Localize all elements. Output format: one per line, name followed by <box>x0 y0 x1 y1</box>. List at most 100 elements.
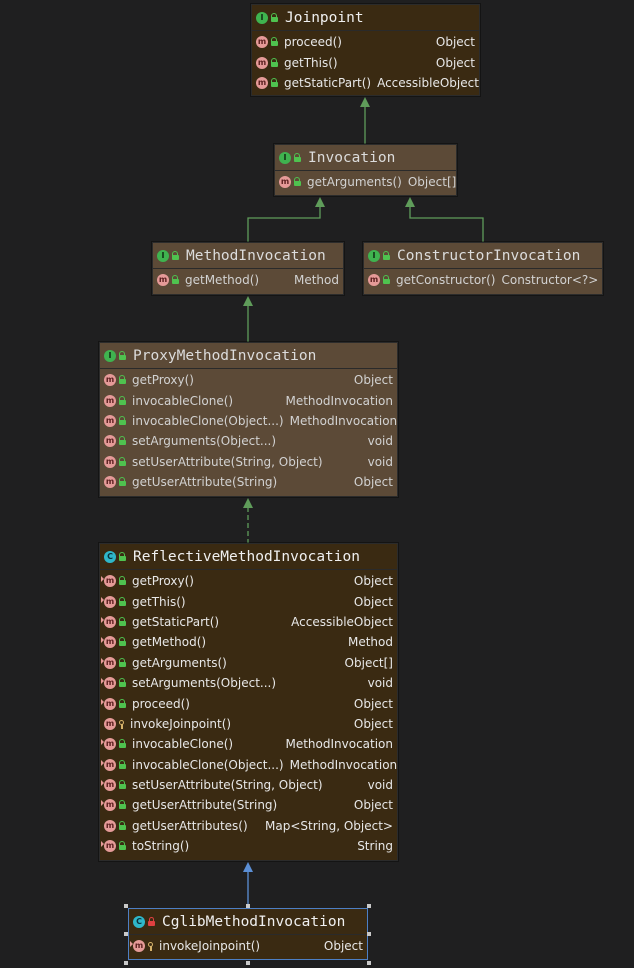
method-return-type: Method <box>293 273 339 288</box>
method-name: getConstructor() <box>396 273 496 288</box>
class-title: MethodInvocation <box>186 247 326 264</box>
method-icon: m <box>104 717 116 730</box>
override-method-icon: m <box>101 595 116 608</box>
method-return-type: MethodInvocation <box>289 413 398 428</box>
selection-handle[interactable] <box>367 961 371 965</box>
selection-handle[interactable] <box>367 904 371 908</box>
method-name: invocableClone(Object...) <box>132 413 284 428</box>
method-name: setUserAttribute(String, Object) <box>132 778 323 793</box>
selection-handle[interactable] <box>246 961 250 965</box>
override-method-icon: m <box>101 779 116 792</box>
class-title: Joinpoint <box>285 9 364 26</box>
method-name: getUserAttribute(String) <box>132 798 278 813</box>
override-method-icon: m <box>101 615 116 628</box>
interface-icon: I <box>104 349 116 362</box>
public-visibility-icon <box>118 678 127 688</box>
class-title: ProxyMethodInvocation <box>133 347 317 364</box>
public-visibility-icon <box>118 596 127 607</box>
public-visibility-icon <box>118 739 127 749</box>
edge-methodinvocation-extends-invocation <box>247 197 325 243</box>
method-name: getProxy() <box>132 574 194 589</box>
selection-handle[interactable] <box>246 904 250 908</box>
class-title: Invocation <box>308 149 396 166</box>
method-return-type: Object <box>435 55 475 70</box>
method-name: getMethod() <box>132 635 207 650</box>
method-return-type: Object <box>353 798 393 813</box>
public-visibility-icon <box>118 780 127 790</box>
method-row[interactable]: m setUserAttribute(String, Object) void <box>100 775 397 795</box>
method-return-type: MethodInvocation <box>285 393 393 408</box>
method-return-type: Method <box>347 635 393 650</box>
private-lock-icon <box>147 916 156 927</box>
method-return-type: Object <box>353 373 393 388</box>
method-return-type: void <box>367 454 393 469</box>
arrowhead <box>360 97 370 107</box>
edge-reflective-implements-proxymethodinvocation <box>243 498 253 544</box>
class-icon: C <box>104 550 116 563</box>
override-method-icon: m <box>101 758 116 771</box>
edge-cglib-extends-reflective <box>243 862 253 908</box>
selection-handle[interactable] <box>124 961 128 965</box>
interface-icon: I <box>368 249 380 262</box>
method-return-type: Object <box>353 574 393 589</box>
method-return-type: void <box>367 778 393 793</box>
method-icon: m <box>256 36 268 49</box>
public-lock-icon <box>171 250 180 261</box>
class-header[interactable]: I ProxyMethodInvocation <box>100 343 397 369</box>
method-name: invocableClone() <box>132 737 234 752</box>
public-visibility-icon <box>118 637 127 647</box>
protected-visibility-icon <box>147 941 154 952</box>
method-return-type: Object[] <box>344 655 393 670</box>
arrowhead <box>243 296 253 306</box>
selection-handle[interactable] <box>124 904 128 908</box>
method-return-type: Object <box>353 716 393 731</box>
method-icon: m <box>104 374 116 387</box>
selection-handle[interactable] <box>367 932 371 936</box>
selection-handle[interactable] <box>124 932 128 936</box>
method-icon: m <box>104 455 116 468</box>
